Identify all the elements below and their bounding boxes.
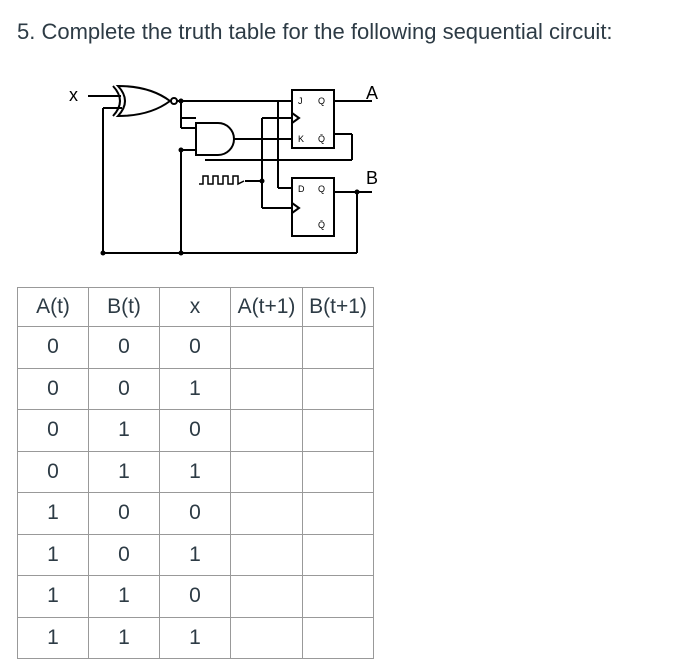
- table-row: 1 1 1: [17, 616, 374, 659]
- cell-x: 1: [159, 616, 231, 659]
- table-row: 1 0 1: [17, 533, 374, 576]
- xnor-bubble: [170, 97, 178, 105]
- cell-x: 0: [159, 575, 231, 618]
- cell-a: 1: [17, 533, 89, 576]
- clock-signal-icon: [199, 175, 245, 186]
- cell-b-next[interactable]: [302, 326, 374, 369]
- cell-b-next[interactable]: [302, 367, 374, 410]
- cell-a-next[interactable]: [230, 326, 303, 369]
- cell-b-next[interactable]: [302, 409, 374, 452]
- table-row: 0 0 1: [17, 367, 374, 410]
- and-gate: [195, 122, 235, 156]
- table-row: 1 1 0: [17, 575, 374, 618]
- cell-b: 1: [88, 616, 160, 659]
- cell-x: 1: [159, 367, 231, 410]
- cell-a-next[interactable]: [230, 450, 303, 493]
- cell-x: 1: [159, 533, 231, 576]
- cell-a: 0: [17, 367, 89, 410]
- cell-b-next[interactable]: [302, 450, 374, 493]
- cell-b: 0: [88, 492, 160, 535]
- input-x-label: x: [69, 85, 78, 105]
- d-q-pin: Q: [318, 184, 325, 194]
- cell-b-next[interactable]: [302, 492, 374, 535]
- header-a-t1: A(t+1): [230, 287, 303, 327]
- cell-b: 0: [88, 367, 160, 410]
- cell-x: 0: [159, 326, 231, 369]
- cell-a: 0: [17, 409, 89, 452]
- table-row: 0 1 0: [17, 409, 374, 452]
- cell-x: 0: [159, 492, 231, 535]
- question-text: 5. Complete the truth table for the foll…: [17, 19, 613, 44]
- jk-k-pin: K: [298, 134, 304, 144]
- table-row: 0 0 0: [17, 326, 374, 369]
- circuit-diagram: x A B J Q K Q̄ D Q Q̄: [69, 83, 378, 256]
- output-a-label: A: [366, 83, 378, 103]
- cell-b: 1: [88, 575, 160, 618]
- cell-a-next[interactable]: [230, 367, 303, 410]
- cell-a: 1: [17, 616, 89, 659]
- truth-table: A(t) B(t) x A(t+1) B(t+1) 0 0 0 0 0 1 0 …: [17, 287, 374, 659]
- cell-b-next[interactable]: [302, 575, 374, 618]
- cell-x: 1: [159, 450, 231, 493]
- cell-a-next[interactable]: [230, 409, 303, 452]
- cell-b: 0: [88, 533, 160, 576]
- cell-a: 1: [17, 575, 89, 618]
- cell-b: 0: [88, 326, 160, 369]
- table-row: 0 1 1: [17, 450, 374, 493]
- d-qbar-pin: Q̄: [318, 220, 325, 230]
- output-b-label: B: [366, 168, 378, 188]
- cell-a-next[interactable]: [230, 492, 303, 535]
- cell-b-next[interactable]: [302, 533, 374, 576]
- cell-x: 0: [159, 409, 231, 452]
- header-b-t1: B(t+1): [302, 287, 374, 327]
- cell-a-next[interactable]: [230, 533, 303, 576]
- header-a-t: A(t): [17, 287, 89, 327]
- header-b-t: B(t): [88, 287, 160, 327]
- table-row: 1 0 0: [17, 492, 374, 535]
- cell-a: 0: [17, 326, 89, 369]
- cell-b: 1: [88, 409, 160, 452]
- header-x: x: [159, 287, 231, 327]
- cell-a-next[interactable]: [230, 575, 303, 618]
- cell-a: 1: [17, 492, 89, 535]
- cell-b: 1: [88, 450, 160, 493]
- cell-a-next[interactable]: [230, 616, 303, 659]
- jk-j-pin: J: [298, 96, 303, 106]
- table-header-row: A(t) B(t) x A(t+1) B(t+1): [17, 287, 374, 327]
- cell-a: 0: [17, 450, 89, 493]
- jk-qbar-pin: Q̄: [318, 134, 325, 144]
- d-d-pin: D: [298, 184, 305, 194]
- cell-b-next[interactable]: [302, 616, 374, 659]
- xnor-gate: [115, 84, 172, 118]
- jk-q-pin: Q: [318, 96, 325, 106]
